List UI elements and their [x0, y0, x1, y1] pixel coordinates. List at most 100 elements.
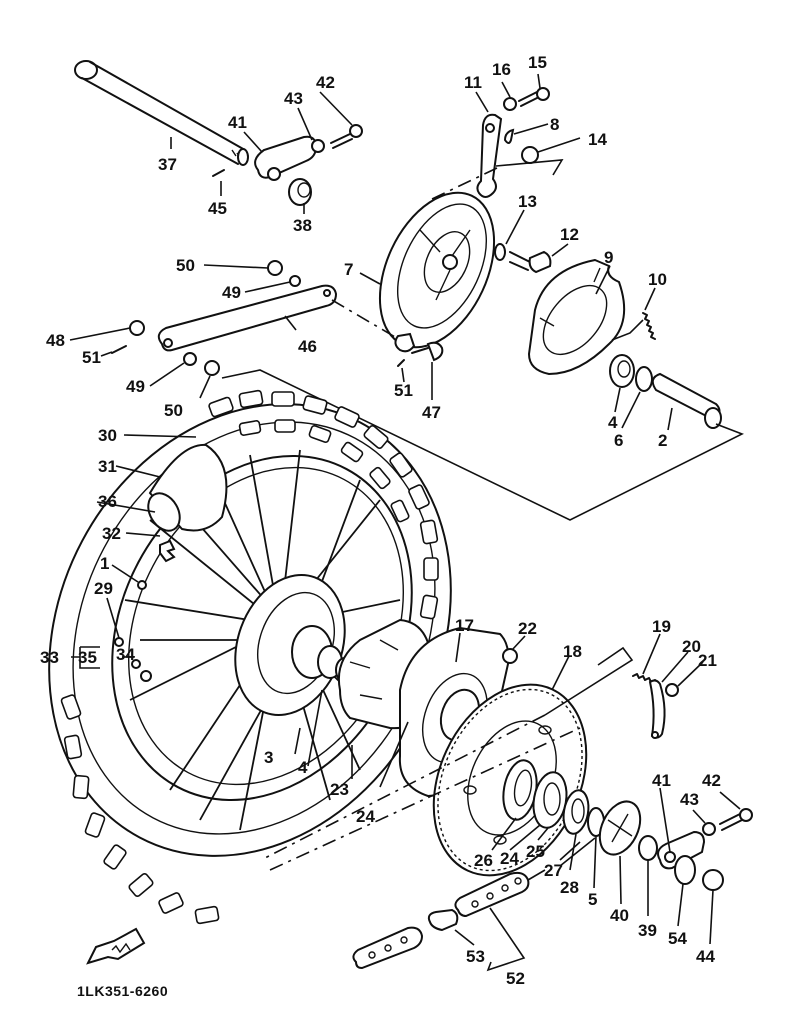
- callout-3: 3: [264, 748, 273, 767]
- callout-24-right: 24: [500, 849, 519, 868]
- callout-26: 26: [474, 851, 493, 870]
- callout-15: 15: [528, 53, 547, 72]
- bearing-spacer: [651, 372, 722, 429]
- callout-16: 16: [492, 60, 511, 79]
- callout-19: 19: [652, 617, 671, 636]
- callout-5: 5: [588, 890, 597, 909]
- bolt-51-right: [397, 359, 405, 367]
- oil-seal: [494, 243, 506, 261]
- callout-labels: 37 45 41 43 42 38 11 16 15 8 14 13 12 7 …: [40, 53, 721, 988]
- callout-7: 7: [344, 260, 353, 279]
- callout-49-bottom: 49: [126, 377, 145, 396]
- callout-39: 39: [638, 921, 657, 940]
- callout-1: 1: [100, 554, 109, 573]
- wheel-bearing: [609, 354, 635, 388]
- callout-28: 28: [560, 878, 579, 897]
- callout-38: 38: [293, 216, 312, 235]
- nut-43-right: [702, 822, 716, 836]
- callout-53: 53: [466, 947, 485, 966]
- callout-31: 31: [98, 457, 117, 476]
- chain-guide-40: [598, 800, 642, 856]
- brake-pin: [411, 341, 444, 362]
- callout-leaders: [69, 73, 741, 945]
- tension-bar: [157, 284, 338, 352]
- callout-10: 10: [648, 270, 667, 289]
- collar-39: [638, 835, 658, 861]
- callout-4-left: 4: [298, 758, 308, 777]
- indicator-plate: [503, 128, 515, 144]
- callout-23: 23: [330, 780, 349, 799]
- callout-34: 34: [116, 645, 135, 664]
- callout-2: 2: [658, 431, 667, 450]
- brake-camshaft: [509, 250, 552, 274]
- bolt-42-right: [719, 808, 753, 831]
- callout-42-right: 42: [702, 771, 721, 790]
- callout-35: 35: [78, 648, 97, 667]
- sprocket-group-bracket: [544, 646, 634, 716]
- callout-40: 40: [610, 906, 629, 925]
- chain-joint: [427, 908, 459, 932]
- callout-44: 44: [696, 947, 715, 966]
- cotter-pin: [212, 169, 225, 177]
- callout-51-left: 51: [82, 348, 101, 367]
- nut-21: [665, 683, 679, 697]
- callout-48: 48: [46, 331, 65, 350]
- callout-12: 12: [560, 225, 579, 244]
- washer-49-top: [289, 275, 301, 287]
- callout-32: 32: [102, 524, 121, 543]
- callout-33: 33: [40, 648, 59, 667]
- adjuster-nut-top: [311, 139, 325, 153]
- callout-46: 46: [298, 337, 317, 356]
- callout-45: 45: [208, 199, 227, 218]
- callout-43-right: 43: [680, 790, 699, 809]
- callout-11: 11: [464, 73, 482, 92]
- callout-50-bottom: 50: [164, 401, 183, 420]
- callout-42: 42: [316, 73, 335, 92]
- callout-17: 17: [455, 616, 474, 635]
- callout-47: 47: [422, 403, 441, 422]
- lever-nut: [503, 97, 517, 111]
- bearing-28: [562, 789, 590, 835]
- chain-puller-left: [254, 135, 318, 181]
- callout-29: 29: [94, 579, 113, 598]
- washer-49-bottom: [183, 352, 197, 366]
- callout-27: 27: [544, 861, 563, 880]
- callout-6: 6: [614, 431, 623, 450]
- callout-13: 13: [518, 192, 537, 211]
- cam-lever-nut: [521, 146, 539, 164]
- axle-nut-44: [702, 869, 724, 891]
- rim-lock: [131, 659, 152, 682]
- callout-43: 43: [284, 89, 303, 108]
- callout-9: 9: [604, 248, 613, 267]
- callout-41: 41: [228, 113, 247, 132]
- oil-seal-6: [635, 366, 653, 392]
- adjuster-bolt-top: [330, 124, 363, 149]
- rear-wheel: [48, 389, 452, 925]
- brake-shoe: [527, 258, 626, 376]
- callout-14: 14: [588, 130, 607, 149]
- callout-8: 8: [550, 115, 559, 134]
- callout-24-left: 24: [356, 807, 375, 826]
- nut-50-bottom: [204, 360, 220, 376]
- callout-18: 18: [563, 642, 582, 661]
- callout-30: 30: [98, 426, 117, 445]
- callout-41-right: 41: [652, 771, 671, 790]
- callout-36: 36: [98, 492, 117, 511]
- tension-bar-guide: [331, 299, 396, 338]
- sprocket-nut: [502, 648, 518, 664]
- part-code: 1LK351-6260: [77, 983, 168, 999]
- spoke-nipple: [137, 580, 147, 590]
- brake-shoe-plate: [378, 191, 496, 353]
- callout-37: 37: [158, 155, 177, 174]
- rim-band-tube: [147, 443, 228, 563]
- plate-54: [674, 855, 696, 885]
- callout-52: 52: [506, 969, 525, 988]
- rear-axle: [74, 60, 249, 166]
- callout-21: 21: [698, 651, 717, 670]
- callout-20: 20: [682, 637, 701, 656]
- brake-cam-lever: [476, 113, 503, 198]
- callout-25: 25: [526, 842, 545, 861]
- brake-spring: [642, 312, 656, 340]
- front-arrow-icon: [86, 927, 146, 965]
